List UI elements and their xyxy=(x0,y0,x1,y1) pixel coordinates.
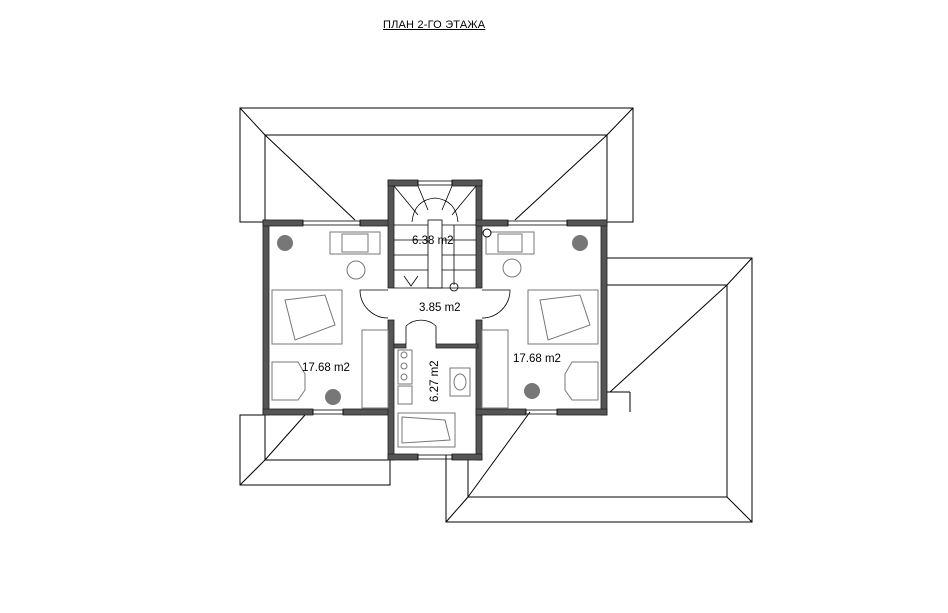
furniture xyxy=(271,228,599,448)
room-label-bedroom-left: 17.68 m2 xyxy=(302,362,350,374)
roof-top xyxy=(239,107,634,223)
room-label-hall: 3.85 m2 xyxy=(419,302,461,314)
room-label-bathroom: 6.27 m2 xyxy=(429,360,441,402)
staircase xyxy=(393,185,477,292)
roof-bottom-left xyxy=(239,414,391,486)
roof-right xyxy=(445,257,753,523)
plan-title: ПЛАН 2-ГО ЭТАЖА xyxy=(383,19,486,31)
room-label-staircase: 6.38 m2 xyxy=(412,235,454,247)
doors xyxy=(359,289,511,344)
walls xyxy=(262,179,608,461)
windows xyxy=(302,180,568,460)
room-label-bedroom-right: 17.68 m2 xyxy=(513,353,561,365)
